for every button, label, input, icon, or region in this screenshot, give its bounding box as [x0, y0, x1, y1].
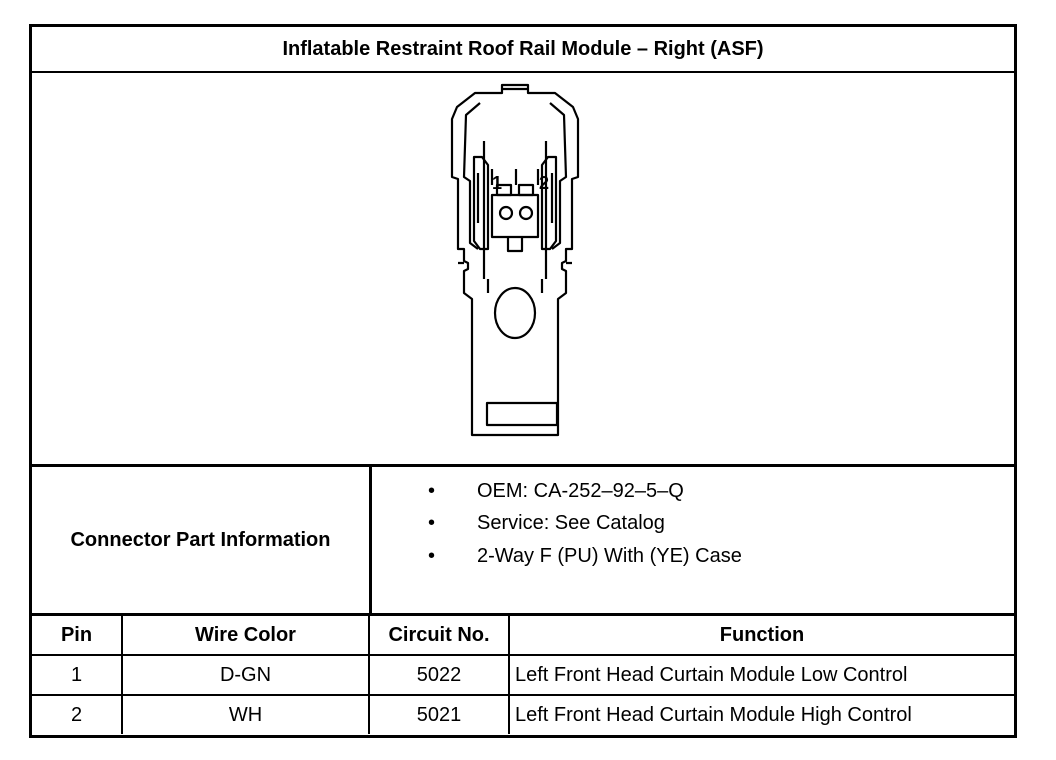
header-function: Function	[508, 616, 1014, 656]
oem-part-number: OEM: CA-252–92–5–Q	[477, 480, 684, 502]
pin-2-label: 2	[539, 173, 549, 193]
cell-function: Left Front Head Curtain Module Low Contr…	[508, 654, 1014, 696]
connector-info-section: Connector Part Information • OEM: CA-252…	[32, 467, 1014, 616]
service-part-info: Service: See Catalog	[477, 512, 665, 534]
bullet-icon: •	[428, 545, 436, 567]
cell-wire-color: WH	[121, 694, 370, 734]
cell-pin: 2	[32, 694, 123, 734]
table-header-row: Pin Wire Color Circuit No. Function	[32, 616, 1014, 656]
cell-wire-color: D-GN	[121, 654, 370, 696]
bullet-icon: •	[428, 480, 436, 502]
pin-1-label: 1	[492, 173, 502, 193]
cell-function: Left Front Head Curtain Module High Cont…	[508, 694, 1014, 734]
header-wire-color: Wire Color	[121, 616, 370, 656]
connector-description: 2-Way F (PU) With (YE) Case	[477, 545, 742, 567]
header-circuit-no: Circuit No.	[368, 616, 510, 656]
cell-pin: 1	[32, 654, 123, 696]
page-title: Inflatable Restraint Roof Rail Module – …	[32, 27, 1014, 73]
connector-sheet: Inflatable Restraint Roof Rail Module – …	[29, 24, 1017, 738]
connector-info-list: • OEM: CA-252–92–5–Q • Service: See Cata…	[372, 467, 1014, 613]
cell-circuit: 5021	[368, 694, 510, 734]
connector-diagram: 1 2	[32, 73, 1014, 467]
cell-circuit: 5022	[368, 654, 510, 696]
table-row: 1 D-GN 5022 Left Front Head Curtain Modu…	[32, 654, 1014, 696]
header-pin: Pin	[32, 616, 123, 656]
pin-table: Pin Wire Color Circuit No. Function 1 D-…	[32, 616, 1014, 734]
bullet-icon: •	[428, 512, 436, 534]
connector-info-label: Connector Part Information	[32, 467, 372, 613]
connector-drawing: 1 2	[450, 83, 580, 437]
table-row: 2 WH 5021 Left Front Head Curtain Module…	[32, 694, 1014, 734]
